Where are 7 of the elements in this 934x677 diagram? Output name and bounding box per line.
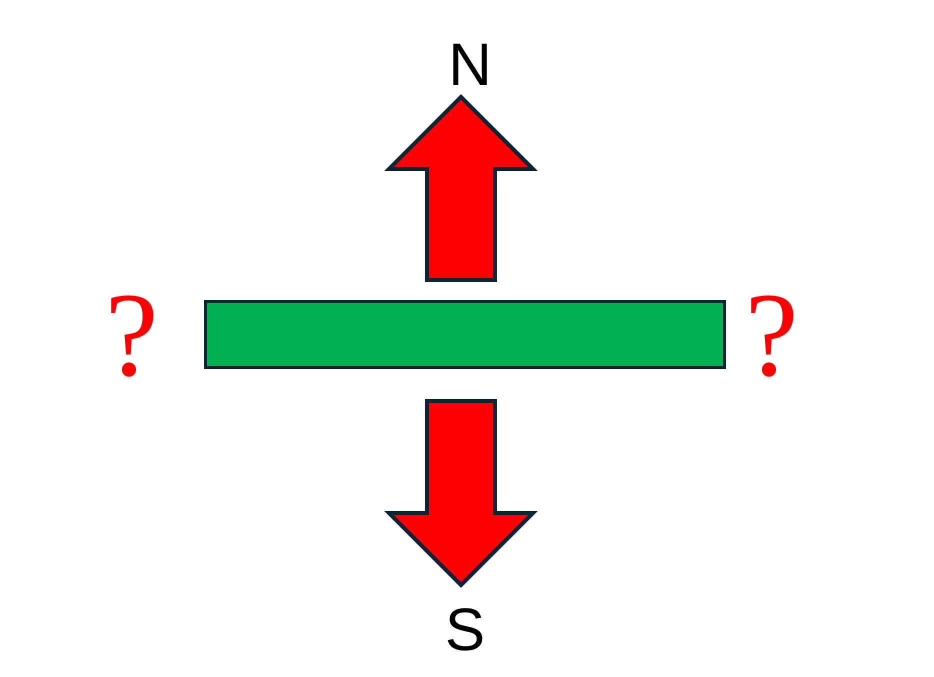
question-mark: ? <box>105 275 158 395</box>
compass-letter: N <box>440 35 500 97</box>
block-arrow <box>384 94 538 282</box>
magnet-bar <box>204 300 726 369</box>
compass-letter: S <box>435 600 495 662</box>
block-arrow <box>384 399 538 588</box>
question-mark: ? <box>745 275 798 395</box>
